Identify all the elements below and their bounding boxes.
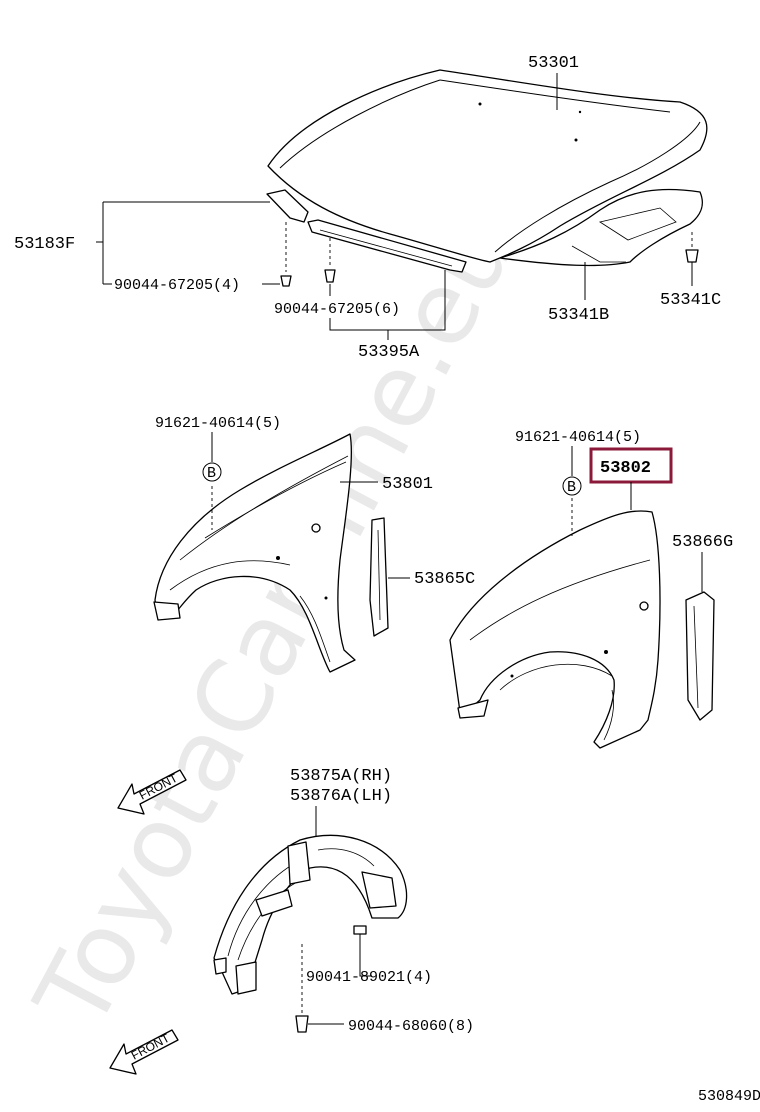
label-insulator-clip: 53341C	[660, 291, 721, 310]
label-liner-rh: 53875A(RH)	[290, 767, 392, 786]
fender-liner	[213, 834, 408, 1016]
label-left-fender: 53801	[382, 475, 433, 494]
right-fender-seal	[685, 591, 715, 721]
hood-seal	[307, 219, 467, 283]
label-seal: 53395A	[358, 343, 420, 362]
label-insulator: 53341B	[548, 306, 609, 325]
liner-screw	[353, 925, 367, 946]
liner-clip	[295, 1015, 309, 1033]
label-seal-bolt: 90044-67205(6)	[274, 301, 400, 318]
ref-b-left: B	[207, 465, 216, 482]
ref-circle-b-left	[202, 462, 222, 482]
label-hinge: 53183F	[14, 235, 75, 254]
ref-circle-b-right	[562, 476, 582, 496]
label-hood: 53301	[528, 54, 579, 73]
hood-panel	[267, 69, 708, 263]
left-fender-seal	[369, 517, 389, 637]
label-liner-screw: 90041-89021(4)	[306, 969, 432, 986]
hood-insulator	[499, 188, 704, 267]
label-right-fender: 53802	[600, 459, 651, 478]
right-fender	[449, 498, 661, 749]
diagram-code: 530849D	[698, 1088, 760, 1105]
hood-hinge	[266, 189, 309, 287]
label-left-seal: 53865C	[414, 570, 475, 589]
label-right-fender-bolt: 91621-40614(5)	[515, 429, 641, 446]
ref-b-right: B	[567, 479, 576, 496]
label-right-seal: 53866G	[672, 533, 733, 552]
insulator-clip	[685, 232, 699, 263]
label-liner-clip: 90044-68060(8)	[348, 1018, 474, 1035]
label-liner-lh: 53876A(LH)	[290, 787, 392, 806]
label-hinge-bolt: 90044-67205(4)	[114, 277, 240, 294]
label-left-fender-bolt: 91621-40614(5)	[155, 415, 281, 432]
hood-assembly	[267, 69, 708, 267]
left-fender	[153, 433, 356, 673]
watermark: ToyotaCarMine.eu	[12, 202, 535, 1047]
